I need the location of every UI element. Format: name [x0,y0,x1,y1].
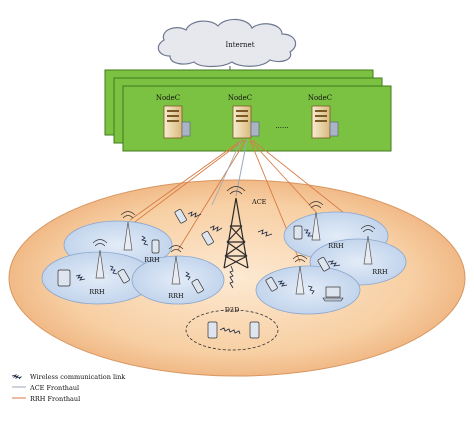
d2d-group: D2D [185,306,279,351]
rrh-antennas [92,201,376,295]
phone-icon [117,269,130,284]
node-label-2: NodeC [228,94,252,102]
phone-icon [201,231,214,246]
wireless-link [257,229,273,237]
server-icon [232,105,260,139]
antenna-icon [360,225,376,265]
rrh-label-3: RRH [168,292,184,300]
antenna-icon [308,201,324,241]
wireless-link [141,235,149,246]
pool-ellipsis: ...... [275,122,288,130]
wireless-link [277,280,288,287]
wireless-link [219,327,241,335]
rrh-cell [255,265,361,315]
antenna-icon [292,255,308,295]
wireless-link [327,260,341,267]
wireless-link [185,271,191,281]
rrh-fronthaul-link [177,139,247,251]
d2d-ring [185,309,279,351]
phone-icon [293,225,303,240]
antenna-icon [92,239,108,279]
wireless-link [209,225,223,232]
phone-icon [265,277,278,292]
laptop-icon [322,286,344,302]
rrh-label-5: RRH [372,268,388,276]
rrh-label-2: RRH [89,288,105,296]
ace-label: ACE [251,198,267,206]
phone-icon [249,321,260,339]
wireless-link [229,265,234,289]
wireless-link [109,265,118,275]
legend-wireless-swatch [11,374,23,380]
internet-cloud: Internet [157,18,297,68]
server-icon [311,105,339,139]
legend-wireless-label: Wireless communication link [30,373,125,381]
tower-structure [223,197,249,269]
wireless-link [75,274,86,281]
server-icon [163,105,191,139]
ace-fronthaul-link [211,139,242,206]
phone-icon [191,279,204,294]
wireless-link [187,211,202,218]
legend-rrh-label: RRH Fronthaul [30,395,80,403]
user-devices [57,209,344,302]
legend: Wireless communication link ACE Fronthau… [11,373,125,403]
ace-tower: ACE [223,186,267,269]
fronthaul-links [99,139,369,263]
phone-icon [207,321,218,339]
wireless-link [304,229,313,237]
legend-ace-label: ACE Fronthaul [29,384,79,392]
phone-icon [151,239,160,254]
node-label-3: NodeC [308,94,332,102]
bbu-pool: NodeC NodeC NodeC ...... [104,69,392,152]
rrh-label-1: RRH [144,256,160,264]
d2d-label: D2D [225,306,240,314]
phone-icon [174,209,187,224]
rrh-fronthaul-link [129,139,243,221]
antenna-icon [168,245,184,285]
antenna-icon [120,211,136,251]
rrh-fronthaul-link [249,139,317,213]
phone-icon [317,257,330,272]
tower-signal-icon [226,186,246,195]
node-label-1: NodeC [156,94,180,102]
cloud-shape [157,18,297,68]
rrh-label-4: RRH [328,242,344,250]
cloud-label: Internet [225,41,254,49]
wireless-links [75,211,341,295]
tablet-icon [57,269,71,287]
wireless-link [307,285,315,295]
